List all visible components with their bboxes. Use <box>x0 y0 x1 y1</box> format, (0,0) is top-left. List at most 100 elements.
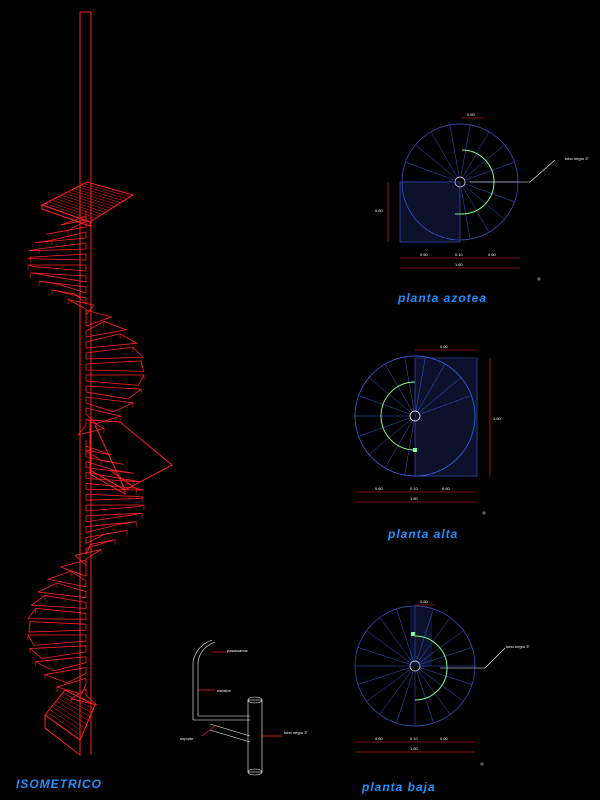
tread-line <box>418 668 464 702</box>
ground-top-dim: 0.60 <box>420 599 429 604</box>
isometric-view: ISOMETRICO <box>16 11 173 791</box>
spiral-step <box>39 280 87 294</box>
ground-callout-text: tubo negro 3" <box>506 644 530 649</box>
central-column <box>79 11 92 755</box>
tread-line <box>419 395 472 415</box>
tread-line <box>357 667 411 685</box>
tread-line <box>463 185 505 220</box>
ground-right-dim: 0.60 <box>440 736 449 741</box>
spiral-step <box>85 539 116 555</box>
middle-landing <box>89 419 173 495</box>
spiral-step <box>85 472 141 483</box>
tread-line <box>357 647 411 665</box>
tread-line <box>416 670 434 724</box>
bottom-hatch-line <box>60 695 92 713</box>
detail-handrail-text: pasamanos <box>227 648 248 653</box>
spiral-step <box>85 309 113 327</box>
spiral-step <box>85 461 135 474</box>
tread-line <box>404 356 415 412</box>
tread-line <box>415 144 457 179</box>
upper-spiral-steps <box>27 210 145 436</box>
spiral-step <box>27 264 87 272</box>
tread-line <box>460 124 471 178</box>
lower-spiral-steps <box>27 440 145 706</box>
spiral-step <box>85 385 143 400</box>
ground-left-dim: 0.60 <box>375 736 384 741</box>
spiral-step <box>51 289 87 305</box>
spiral-step <box>27 607 87 620</box>
spiral-step <box>60 210 87 226</box>
spiral-step <box>77 418 106 436</box>
landing-hatch-line <box>54 198 103 215</box>
tread-line <box>396 608 414 662</box>
spiral-step <box>85 440 112 456</box>
ground-mid-dim: 0.10 <box>410 736 419 741</box>
landing-hatch-line <box>70 189 118 205</box>
spiral-step <box>85 321 128 338</box>
tread-line <box>368 419 412 455</box>
spiral-step <box>85 450 124 465</box>
bottom-step <box>44 689 96 757</box>
tread-line <box>396 670 414 724</box>
upper-left-dim: 0.60 <box>375 486 384 491</box>
bottom-hatch-line <box>62 692 94 710</box>
spiral-step <box>74 549 102 567</box>
roof-side-dim: 0.80 <box>375 208 384 213</box>
tread-line <box>379 617 413 663</box>
spiral-step <box>67 299 95 317</box>
landing-hatch-line <box>64 193 112 209</box>
detail-pipe-text: tubo negro 3" <box>284 730 308 735</box>
tread-line <box>464 161 515 181</box>
spiral-step <box>43 667 87 684</box>
tread-line <box>449 124 460 178</box>
landing-hatch-line <box>41 204 91 223</box>
spiral-step <box>85 374 145 386</box>
ground-plan-label: planta baja <box>361 780 436 794</box>
tread-line <box>460 186 471 240</box>
tread-line <box>384 420 413 469</box>
landing-hatch-line <box>83 183 130 198</box>
upper-mid-dim: 0.10 <box>410 486 419 491</box>
landing-hatch-line <box>80 185 127 200</box>
railing-detail: pasamanos escalon soporte tubo negro 3" <box>180 639 308 776</box>
spiral-step <box>85 346 145 360</box>
roof-plan-label: planta azotea <box>397 291 487 305</box>
tread-line <box>404 420 415 476</box>
tread-line <box>384 363 413 412</box>
spiral-step <box>27 634 87 646</box>
roof-top-dim: 0.60 <box>467 112 476 117</box>
landing-hatch-line <box>61 194 109 211</box>
top-landing <box>40 181 135 227</box>
spiral-step <box>85 333 139 349</box>
spiral-step <box>34 656 87 672</box>
tread-line <box>462 131 490 178</box>
tread-line <box>416 608 434 662</box>
upper-total-dim: 1.60 <box>410 496 419 501</box>
spiral-step <box>85 493 144 501</box>
detail-bracket-text: soporte <box>180 736 194 741</box>
landing-hatch-line <box>77 186 124 202</box>
tread-line <box>358 395 411 415</box>
tread-line <box>463 144 505 179</box>
tread-line <box>405 161 456 181</box>
tread-line <box>366 630 412 664</box>
bottom-hatch-line <box>51 706 86 729</box>
bottom-hatch-line <box>55 700 89 721</box>
detail-step-text: escalon <box>217 688 231 693</box>
tread-line <box>418 630 464 664</box>
tread-line <box>462 186 490 233</box>
tread-line <box>464 183 515 203</box>
roof-mid-dim: 0.10 <box>455 252 464 257</box>
spiral-step <box>85 512 143 523</box>
upper-right-dim: 0.60 <box>442 486 451 491</box>
spiral-step <box>34 231 87 244</box>
spiral-step <box>85 504 145 512</box>
upper-top-dim: 0.60 <box>440 344 449 349</box>
spiral-step <box>30 595 87 609</box>
tread-line <box>417 617 451 663</box>
spiral-step <box>85 482 144 491</box>
bottom-hatch-line <box>49 709 84 733</box>
roof-callout-text: tubo negro 3" <box>565 156 589 161</box>
tread-line <box>366 668 412 702</box>
